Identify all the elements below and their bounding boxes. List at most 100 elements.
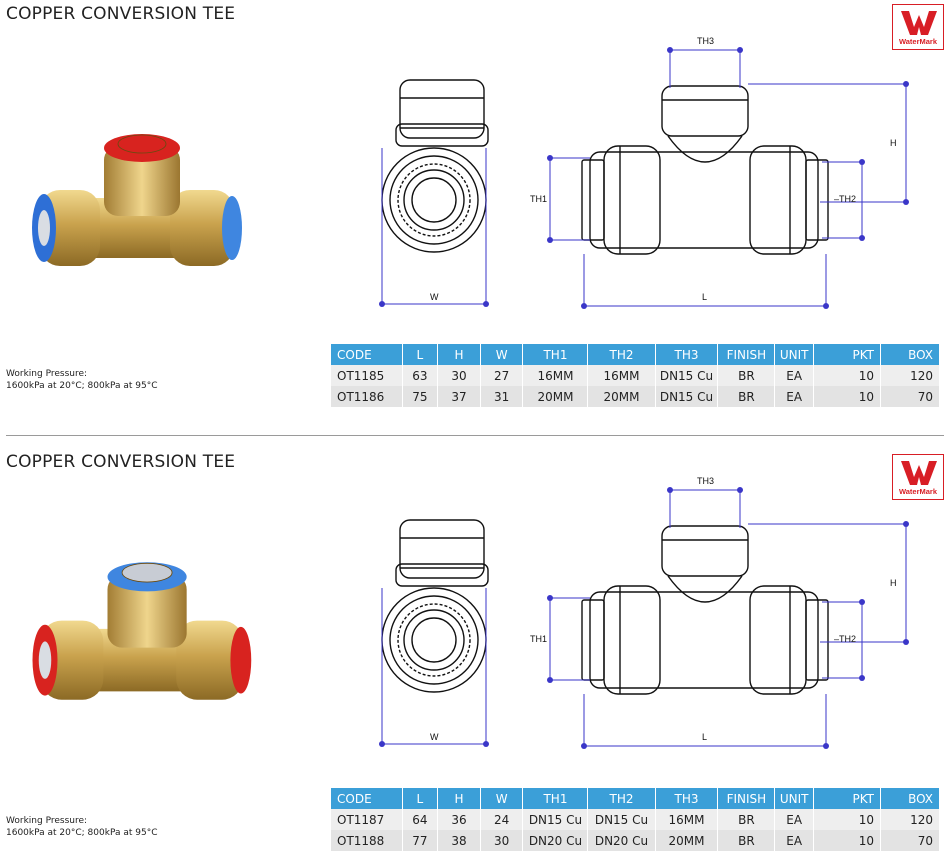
table-cell: OT1188 (331, 830, 403, 851)
technical-drawing: TH3 H TH1 –TH2 W L (379, 36, 909, 309)
dim-label-th1: TH1 (530, 634, 547, 644)
table-cell: DN15 Cu (655, 386, 719, 407)
dim-label-h: H (890, 138, 897, 148)
column-header: CODE (331, 788, 403, 809)
table-cell: DN15 Cu (522, 809, 589, 830)
column-header: H (437, 788, 481, 809)
table-cell: 27 (480, 365, 524, 386)
column-header: FINISH (717, 344, 776, 365)
table-cell: 20MM (655, 830, 719, 851)
table-cell: OT1185 (331, 365, 403, 386)
table-cell: 10 (813, 365, 881, 386)
column-header: TH2 (587, 344, 656, 365)
watermark-w-icon (901, 11, 937, 35)
column-header: W (480, 788, 524, 809)
table-cell: BR (717, 830, 776, 851)
dim-label-w: W (430, 732, 439, 742)
working-pressure-value: 1600kPa at 20°C; 800kPa at 95°C (6, 381, 158, 391)
column-header: TH2 (587, 788, 656, 809)
column-header: PKT (813, 788, 881, 809)
section-divider (6, 435, 944, 436)
table-cell: 10 (813, 809, 881, 830)
column-header: TH3 (655, 344, 719, 365)
dim-label-th3: TH3 (697, 36, 714, 46)
working-pressure-label: Working Pressure: (6, 816, 88, 826)
column-header: L (402, 788, 439, 809)
table-cell: 70 (880, 830, 941, 851)
column-header: L (402, 344, 439, 365)
dim-label-th2: –TH2 (834, 634, 856, 644)
table-cell: 30 (437, 365, 481, 386)
table-cell: 20MM (522, 386, 589, 407)
dim-label-l: L (702, 292, 707, 302)
product-photo (32, 134, 242, 266)
product-section: COPPER CONVERSION TEE WaterMark (6, 4, 944, 407)
working-pressure: Working Pressure: 1600kPa at 20°C; 800kP… (6, 815, 157, 839)
column-header: FINISH (717, 788, 776, 809)
table-cell: 10 (813, 830, 881, 851)
table-cell: EA (774, 365, 814, 386)
column-header: PKT (813, 344, 881, 365)
column-header: UNIT (774, 344, 814, 365)
table-cell: EA (774, 386, 814, 407)
table-cell: 16MM (655, 809, 719, 830)
table-cell: EA (774, 830, 814, 851)
column-header: H (437, 344, 481, 365)
working-pressure-value: 1600kPa at 20°C; 800kPa at 95°C (6, 828, 158, 838)
table-cell: BR (717, 386, 776, 407)
table-cell: DN20 Cu (587, 830, 656, 851)
product-section: COPPER CONVERSION TEE WaterMark (0, 446, 948, 856)
watermark-logo-text: WaterMark (898, 487, 938, 496)
watermark-logo: WaterMark (892, 454, 944, 500)
column-header: TH1 (522, 344, 589, 365)
column-header: BOX (880, 344, 941, 365)
table-cell: 38 (437, 830, 481, 851)
dim-label-l: L (702, 732, 707, 742)
table-cell: OT1187 (331, 809, 403, 830)
table-cell: 20MM (587, 386, 656, 407)
dim-label-h: H (890, 578, 897, 588)
table-cell: 77 (402, 830, 439, 851)
table-cell: 30 (480, 830, 524, 851)
table-cell: 37 (437, 386, 481, 407)
table-cell: 16MM (522, 365, 589, 386)
dim-label-th3: TH3 (697, 476, 714, 486)
table-cell: BR (717, 809, 776, 830)
product-title: COPPER CONVERSION TEE (6, 452, 236, 472)
column-header: TH3 (655, 788, 719, 809)
table-cell: 120 (880, 809, 941, 830)
table-cell: DN15 Cu (655, 365, 719, 386)
table-cell: DN15 Cu (587, 809, 656, 830)
column-header: CODE (331, 344, 403, 365)
watermark-w-icon (901, 461, 937, 485)
table-cell: 70 (880, 386, 941, 407)
product-photo (32, 562, 252, 700)
column-header: BOX (880, 788, 941, 809)
table-cell: DN20 Cu (522, 830, 589, 851)
table-cell: 16MM (587, 365, 656, 386)
working-pressure-label: Working Pressure: (6, 369, 88, 379)
column-header: W (480, 344, 524, 365)
table-cell: BR (717, 365, 776, 386)
table-cell: 31 (480, 386, 524, 407)
watermark-logo: WaterMark (892, 4, 944, 50)
table-cell: 64 (402, 809, 439, 830)
table-cell: EA (774, 809, 814, 830)
product-title: COPPER CONVERSION TEE (6, 4, 236, 24)
dim-label-w: W (430, 292, 439, 302)
table-cell: 120 (880, 365, 941, 386)
table-cell: 63 (402, 365, 439, 386)
column-header: TH1 (522, 788, 589, 809)
column-header: UNIT (774, 788, 814, 809)
technical-drawing: TH3 H TH1 –TH2 W L (379, 476, 909, 749)
table-cell: 10 (813, 386, 881, 407)
working-pressure: Working Pressure: 1600kPa at 20°C; 800kP… (6, 368, 157, 392)
